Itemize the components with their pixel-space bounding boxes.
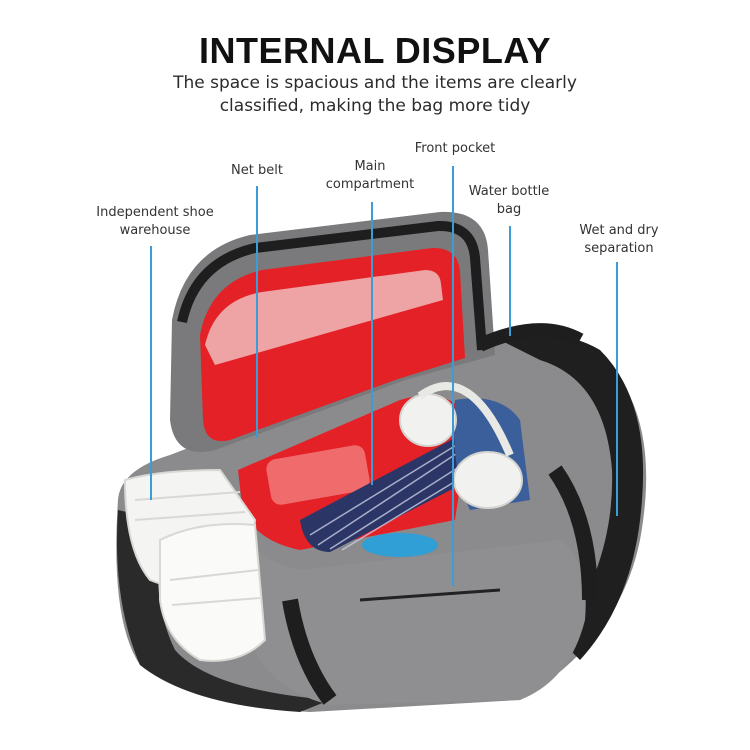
front-zipper xyxy=(359,588,501,602)
bag-end-cap xyxy=(500,334,644,660)
callout-front-pocket: Front pocket xyxy=(414,141,496,156)
bag-handle-right xyxy=(548,465,598,601)
shoulder-strap-loop xyxy=(477,323,584,352)
lid-mesh-pocket xyxy=(205,270,443,365)
callout-shoe-warehouse: Independent shoe warehouse xyxy=(96,205,214,238)
callout-main-compartment: Main compartment xyxy=(325,159,415,192)
bag-handle xyxy=(282,598,337,705)
water-bottle xyxy=(362,533,438,557)
callout-line-main xyxy=(371,202,373,485)
bag-base xyxy=(116,510,330,712)
subtitle-line-2: classified, making the bag more tidy xyxy=(219,96,531,116)
callout-line-net-belt xyxy=(256,186,258,438)
page-title: INTERNAL DISPLAY xyxy=(198,30,552,71)
bag-lid-frame xyxy=(177,221,487,351)
toiletry-pouch xyxy=(266,445,370,505)
callout-line-wetdry xyxy=(616,262,618,516)
callout-net-belt: Net belt xyxy=(231,163,283,178)
callout-water-bottle-bag: Water bottle bag xyxy=(468,184,550,217)
callout-line-front xyxy=(452,166,454,586)
headphones xyxy=(399,382,523,509)
callout-wet-dry-separation: Wet and dry separation xyxy=(579,223,659,256)
subtitle-line-1: The space is spacious and the items are … xyxy=(173,73,577,93)
callout-line-bottle xyxy=(509,226,511,336)
callout-line-shoe xyxy=(150,246,152,500)
front-panel xyxy=(240,520,586,705)
subtitle: The space is spacious and the items are … xyxy=(140,72,610,118)
sneakers xyxy=(123,468,267,662)
